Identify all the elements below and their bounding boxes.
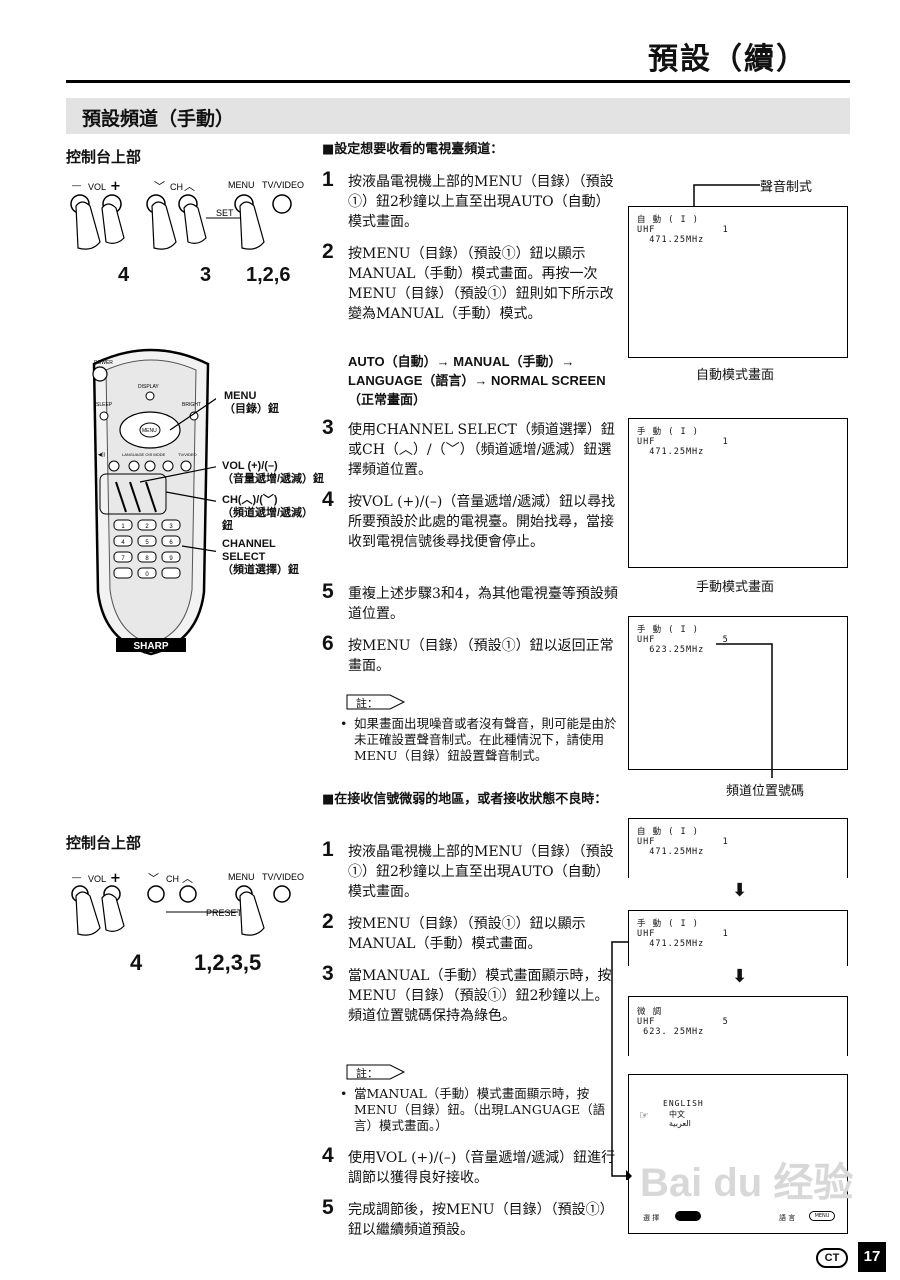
svg-text:VOL: VOL xyxy=(88,874,106,884)
screen-fine-tune: 微 調 UHF 5 623. 25MHz xyxy=(628,996,848,1056)
screen-auto-mode: 自 動 ( I ) UHF 1 471.25MHz xyxy=(628,206,848,358)
sound-system-label: 聲音制式 xyxy=(760,180,813,195)
svg-text:DISPLAY: DISPLAY xyxy=(138,384,159,390)
watermark: Bai du 经验 xyxy=(640,1161,854,1205)
panel-label-bottom: 控制台上部 xyxy=(66,834,142,852)
svg-text:+: + xyxy=(110,871,121,886)
remote-label-menu: MENU （目錄）鈕 xyxy=(224,390,279,415)
note-2: •當MANUAL（手動）模式畫面顯示時，按MENU（目錄）鈕。（出現LANGUA… xyxy=(340,1086,606,1133)
remote-label-ch: CH(︿)/(﹀) （頻道遞增/遞減） 鈕 xyxy=(222,494,314,532)
svg-text:5: 5 xyxy=(145,540,149,546)
remote-label-vol: VOL (+)/(–) （音量遞增/遞減）鈕 xyxy=(222,460,325,485)
screen-manual-mode: 手 動 ( I ) UHF 1 471.25MHz xyxy=(628,418,848,568)
screen-channel-5: 手 動 ( I ) UHF 5 623.25MHz xyxy=(628,616,848,770)
panel2-step-1235: 1,2,3,5 xyxy=(194,950,262,975)
panel2-step-4: 4 xyxy=(130,950,143,975)
control-panel-diagram-2: — VOL + ﹀ CH ︿ MENU TV/VIDEO PRESET xyxy=(71,871,304,936)
vol-label: VOL xyxy=(88,182,106,192)
svg-text:6: 6 xyxy=(169,540,173,546)
note-1: •如果畫面出現噪音或者沒有聲音，則可能是由於未正確設置聲音制式。在此種情況下，請… xyxy=(340,716,617,763)
arrow-down-icon: ⬇ xyxy=(732,880,748,901)
svg-text:MENU: MENU xyxy=(228,872,255,882)
svg-text:SLEEP: SLEEP xyxy=(96,402,113,408)
svg-text:MENU: MENU xyxy=(142,428,157,434)
svg-text:0: 0 xyxy=(145,572,149,578)
bracket-arrow xyxy=(611,941,632,1180)
svg-text:◀)): ◀)) xyxy=(98,452,106,458)
page-title: 預設（續） xyxy=(648,42,808,77)
svg-text:TV/VIDEO: TV/VIDEO xyxy=(178,452,197,457)
svg-text:PRESET: PRESET xyxy=(206,908,243,918)
svg-text:—: — xyxy=(72,872,81,882)
mode-flow: AUTO（自動）→ MANUAL（手動）→ LANGUAGE（語言）→ NORM… xyxy=(348,354,606,407)
note-tag-2-label: 註： xyxy=(356,1067,378,1080)
svg-text:SHARP: SHARP xyxy=(133,641,168,652)
channel-pos-pointer xyxy=(716,643,773,778)
svg-text:﹀: ﹀ xyxy=(148,872,159,885)
note-tag-1-label: 註： xyxy=(356,697,378,710)
note-tag-2 xyxy=(346,1064,406,1080)
arrow-down-icon: ⬇ xyxy=(732,966,748,987)
svg-text:TV/VIDEO: TV/VIDEO xyxy=(262,180,304,190)
svg-text:LANGUAGE OIS MODE: LANGUAGE OIS MODE xyxy=(122,452,166,457)
svg-text:CH: CH xyxy=(170,182,183,192)
panel1-step-126: 1,2,6 xyxy=(246,264,291,286)
control-panel-diagram-1: — VOL + ﹀ CH ︿ MENU TV/VIDEO SET xyxy=(70,179,304,250)
svg-text:︿: ︿ xyxy=(184,180,195,193)
heading-set-channels: ■設定想要收看的電視臺頻道： xyxy=(322,142,504,157)
screen-auto-mode-2: 自 動 ( I ) UHF 1 471.25MHz xyxy=(628,818,848,878)
svg-text:4: 4 xyxy=(121,540,125,546)
screen-language: ENGLISH ☞ 中文 العربية 選 擇 語 言 MENU xyxy=(628,1074,848,1234)
header-rule xyxy=(66,80,850,83)
hand-pointer-icon: ☞ xyxy=(639,1109,649,1122)
svg-text:CH: CH xyxy=(166,874,179,884)
lang-badge: CT xyxy=(816,1248,848,1268)
panel1-step-3: 3 xyxy=(200,264,212,286)
page-number: 17 xyxy=(858,1242,886,1272)
section-bar xyxy=(66,98,850,134)
sound-system-pointer xyxy=(693,184,760,216)
svg-text:POWER: POWER xyxy=(94,360,113,366)
remote-label-channel-select: CHANNEL SELECT （頻道選擇）鈕 xyxy=(222,538,299,576)
svg-text:7: 7 xyxy=(121,556,125,562)
panel-label-top: 控制台上部 xyxy=(66,148,142,166)
svg-text:BRIGHT: BRIGHT xyxy=(182,402,201,408)
screen-manual-mode-2: 手 動 ( I ) UHF 1 471.25MHz xyxy=(628,910,848,966)
heading-weak-signal: ■在接收信號微弱的地區，或者接收狀態不良時： xyxy=(322,792,608,807)
svg-text:8: 8 xyxy=(145,556,149,562)
caption-manual-mode: 手動模式畫面 xyxy=(696,580,775,595)
svg-text:︿: ︿ xyxy=(182,872,193,885)
note-tag-1 xyxy=(346,694,406,710)
svg-text:9: 9 xyxy=(169,556,173,562)
panel1-step-4: 4 xyxy=(118,264,130,286)
svg-text:MENU: MENU xyxy=(228,180,255,190)
svg-text:﹀: ﹀ xyxy=(154,180,165,193)
svg-text:3: 3 xyxy=(169,524,173,530)
section-title: 預設頻道（手動） xyxy=(82,108,235,130)
svg-text:SET: SET xyxy=(216,208,234,218)
svg-text:+: + xyxy=(110,179,121,194)
svg-text:TV/VIDEO: TV/VIDEO xyxy=(262,872,304,882)
channel-pos-label: 頻道位置號碼 xyxy=(726,784,805,799)
svg-text:1: 1 xyxy=(121,524,125,530)
svg-text:2: 2 xyxy=(145,524,149,530)
select-button-icon xyxy=(675,1211,701,1221)
remote-control-diagram: POWER DISPLAY SLEEP BRIGHT MENU ◀)) LANG… xyxy=(92,348,216,656)
svg-text:—: — xyxy=(72,180,81,190)
caption-auto-mode: 自動模式畫面 xyxy=(696,368,775,383)
